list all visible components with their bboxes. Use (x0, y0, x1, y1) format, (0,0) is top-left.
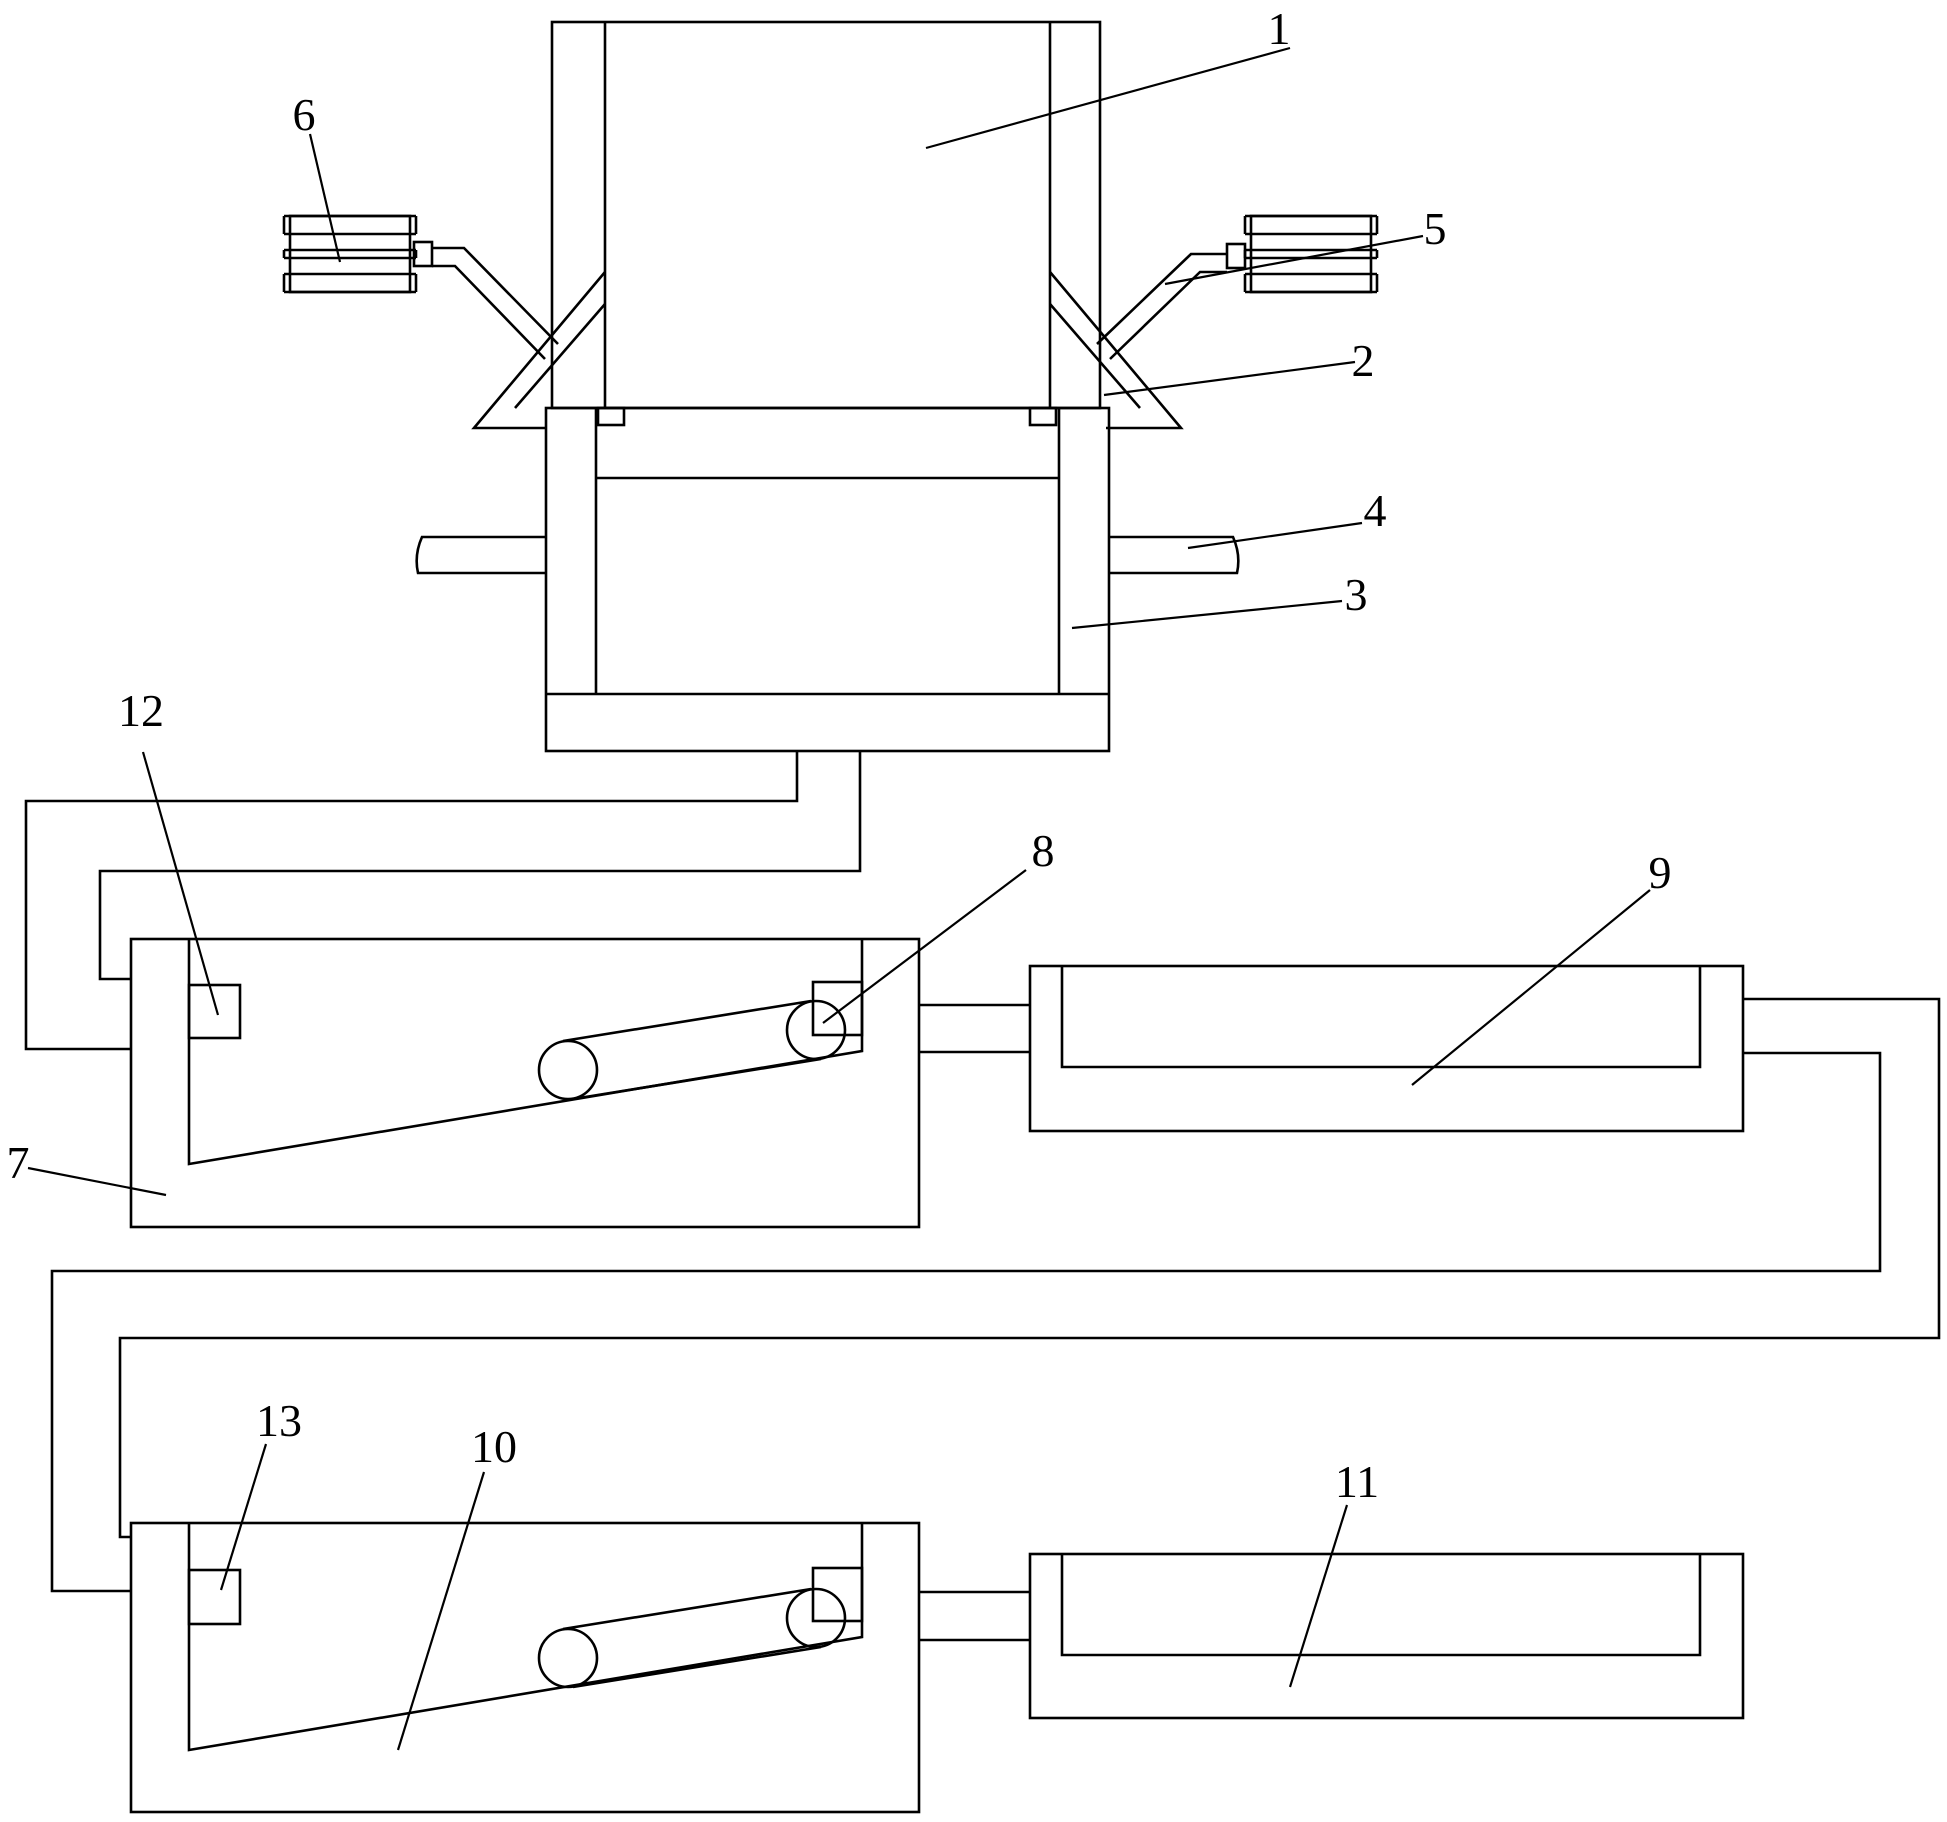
leader-lines (27, 46, 1651, 1751)
part-labels: 1 2 3 4 5 6 7 8 9 10 11 12 13 (7, 3, 1672, 1507)
tank-10 (129, 1521, 921, 1814)
tank-7 (129, 937, 921, 1229)
label-11: 11 (1335, 1456, 1379, 1507)
conveyor-8 (537, 999, 847, 1101)
label-10: 10 (471, 1421, 517, 1472)
side-handles (415, 535, 1240, 575)
label-7: 7 (7, 1137, 30, 1188)
label-6: 6 (293, 89, 316, 140)
label-5: 5 (1424, 203, 1447, 254)
return-pipe (50, 997, 1941, 1593)
label-8: 8 (1032, 825, 1055, 876)
basin-11 (1028, 1552, 1745, 1720)
upper-container (550, 20, 1102, 427)
label-2: 2 (1352, 335, 1375, 386)
air-pipes (412, 240, 1247, 360)
outlet-pipe-top (24, 751, 862, 1051)
pipe-10-11 (919, 1590, 1030, 1642)
lower-frame (544, 406, 1111, 753)
basin-9 (1028, 964, 1745, 1133)
label-13: 13 (256, 1395, 302, 1446)
label-3: 3 (1345, 569, 1368, 620)
fan-right (1243, 214, 1379, 294)
label-9: 9 (1649, 847, 1672, 898)
conveyor-10 (537, 1587, 847, 1689)
pipe-7-9 (919, 1003, 1030, 1054)
conical-collar (471, 271, 1184, 430)
label-4: 4 (1364, 485, 1387, 536)
label-1: 1 (1268, 3, 1291, 54)
label-12: 12 (118, 685, 164, 736)
fan-left (282, 214, 418, 294)
